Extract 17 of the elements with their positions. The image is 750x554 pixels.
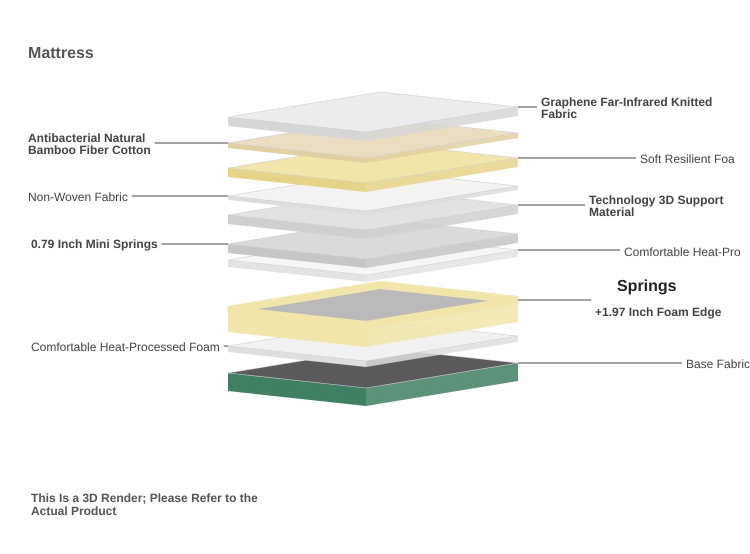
layer-label: +1.97 Inch Foam Edge [595, 306, 722, 318]
layer-label: Non-Woven Fabric [28, 191, 129, 203]
leader-line [154, 142, 228, 144]
layer-label: Comfortable Heat-Processed Foam [31, 341, 221, 353]
layer-label: 0.79 Inch Mini Springs [31, 238, 159, 250]
layer-label: Antibacterial Natural Bamboo Fiber Cotton [28, 132, 152, 156]
springs-heading: Springs [617, 278, 678, 296]
leader-line [518, 362, 682, 364]
layer-label: Graphene Far-Infrared Knitted Fabric [541, 96, 714, 120]
title: Mattress [28, 45, 94, 63]
layer-label: Soft Resilient Foa [640, 153, 736, 165]
layer-label: Base Fabric [686, 358, 750, 370]
layer-label: Technology 3D Support Material [589, 194, 724, 218]
leader-line [518, 204, 586, 206]
layer-label: Comfortable Heat-Pro [624, 246, 742, 258]
leader-line [518, 106, 538, 108]
caption: This Is a 3D Render; Please Refer to the Actual Product [31, 492, 259, 518]
